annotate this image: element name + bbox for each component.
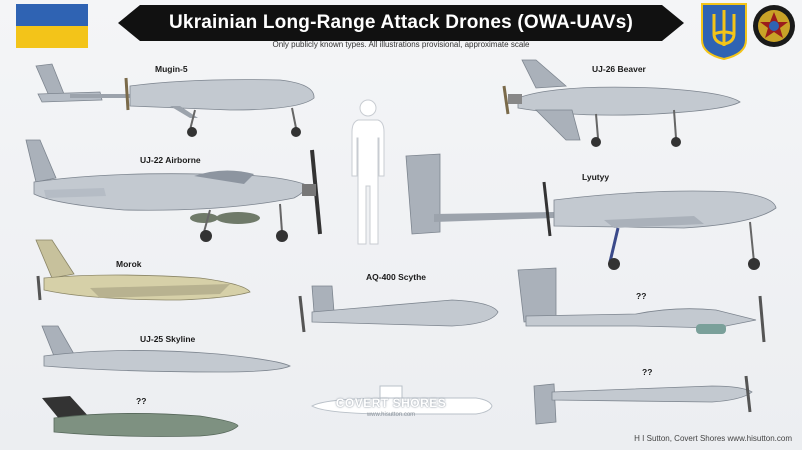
watermark-url: www.hisutton.com [366,412,416,418]
credit: H I Sutton, Covert Shores www.hisutton.c… [634,434,792,443]
armed-forces-emblem-icon [753,5,795,47]
drone-unknown-left-illustration [42,396,239,437]
label-mugin5: Mugin-5 [155,64,188,74]
drone-uj25-illustration [41,325,291,373]
drone-uj22-illustration [25,139,322,242]
drone-unknown-right-illustration [517,267,766,343]
title-banner [118,5,684,41]
label-lyutyy: Lyutyy [582,172,610,182]
label-unknown-left: ?? [136,396,147,406]
page-subtitle: Only publicly known types. All illustrat… [272,40,530,49]
label-unknown-bottom: ?? [642,367,653,377]
drone-uj26-illustration [502,59,741,147]
label-unknown-right: ?? [636,291,647,301]
ukraine-flag-icon [16,4,88,48]
page-title: Ukrainian Long-Range Attack Drones (OWA-… [169,12,633,33]
drone-aq400-illustration [298,285,499,333]
watermark-name: COVERT SHORES [335,396,447,410]
label-morok: Morok [116,259,142,269]
covert-shores-watermark-logo [310,385,493,415]
label-uj26: UJ-26 Beaver [592,64,646,74]
drone-unknown-bottom-illustration [533,375,753,425]
label-uj22: UJ-22 Airborne [140,155,201,165]
drone-mugin5-illustration [35,63,315,137]
drone-morok-illustration [35,239,251,301]
label-aq400: AQ-400 Scythe [366,272,426,282]
label-uj25: UJ-25 Skyline [140,334,196,344]
drone-lyutyy-illustration [405,153,777,270]
trident-emblem-icon [701,3,747,60]
human-scale-silhouette [351,99,385,245]
